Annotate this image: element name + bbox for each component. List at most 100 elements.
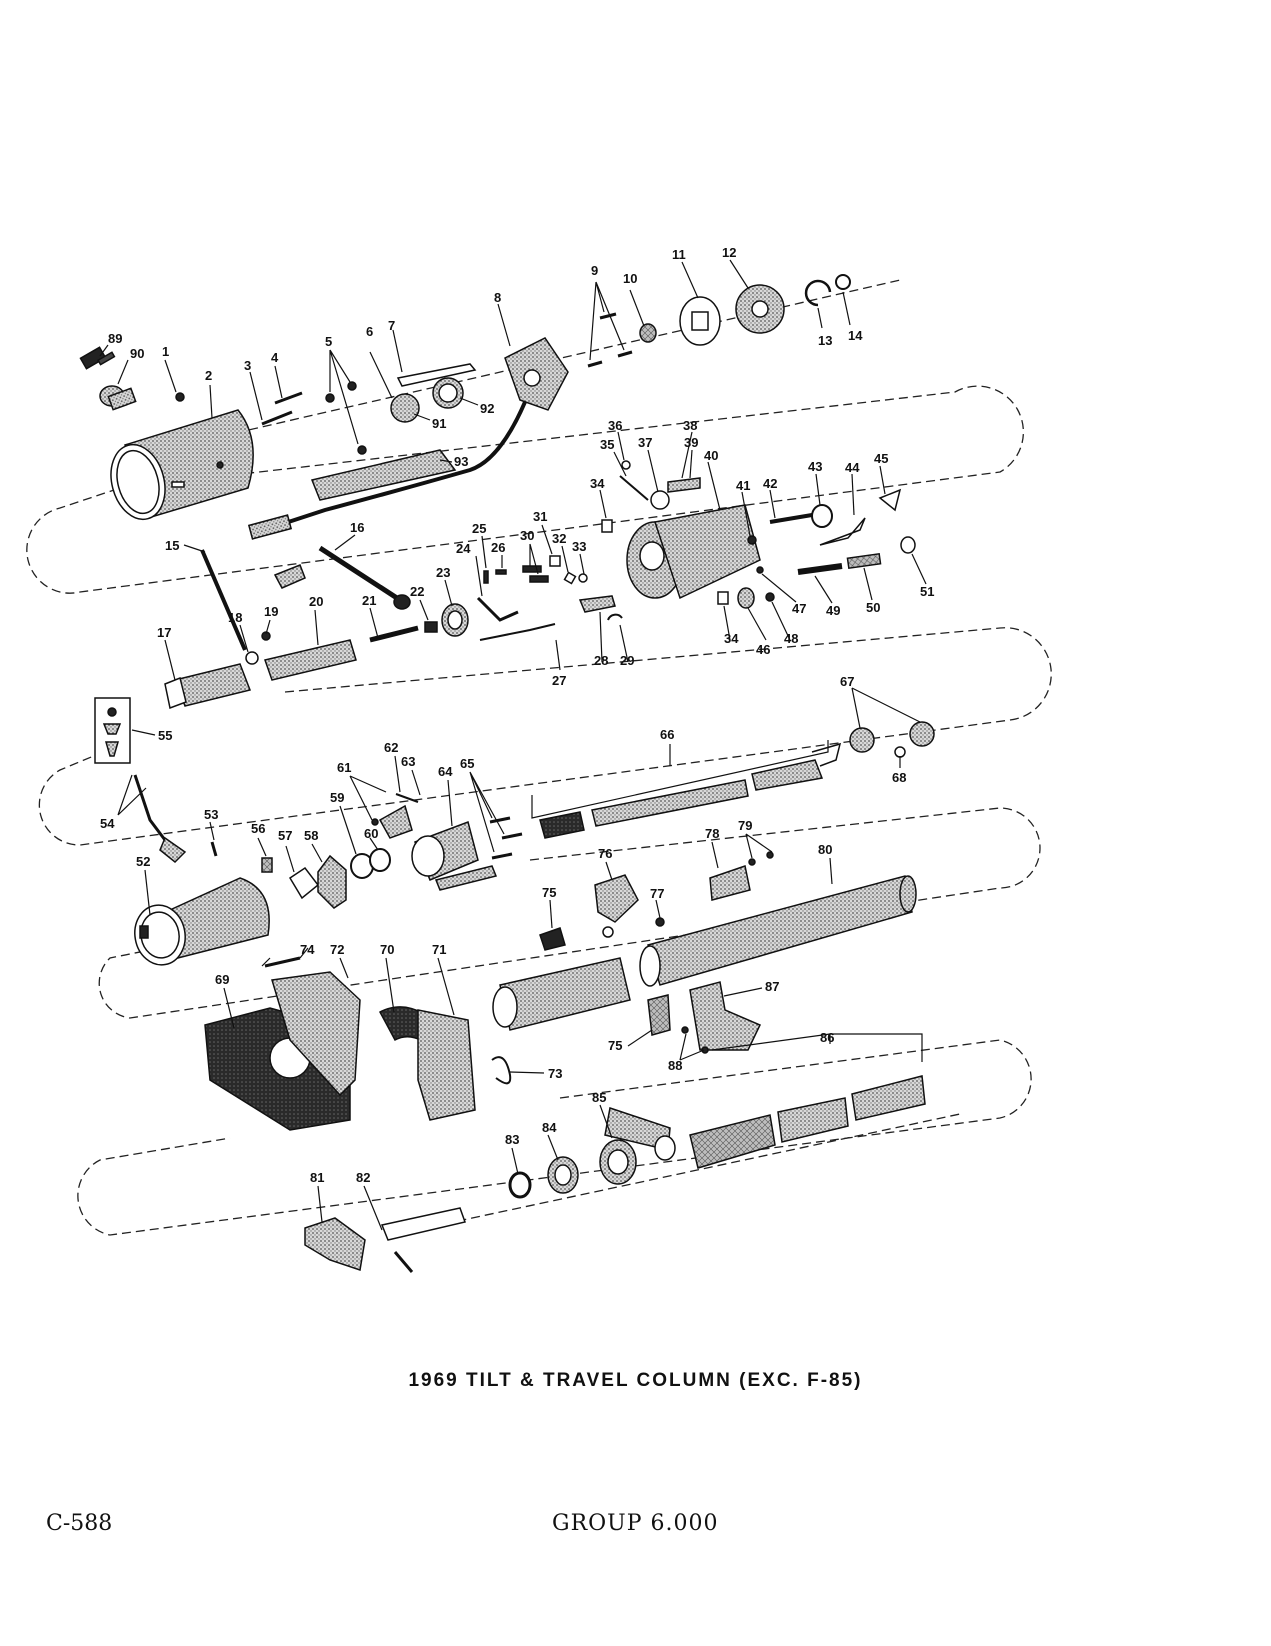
spring xyxy=(639,323,657,343)
callout-28: 28 xyxy=(594,653,608,668)
callout-62: 62 xyxy=(384,740,398,755)
callout-63: 63 xyxy=(401,754,415,769)
callout-5: 5 xyxy=(325,334,332,349)
callout-1: 1 xyxy=(162,344,169,359)
row5-parts xyxy=(304,1075,926,1273)
lower-shroud xyxy=(134,877,270,966)
callout-20: 20 xyxy=(309,594,323,609)
callout-61: 61 xyxy=(337,760,351,775)
plate xyxy=(396,363,477,387)
callout-37: 37 xyxy=(638,435,652,450)
callout-17: 17 xyxy=(157,625,171,640)
callout-80: 80 xyxy=(818,842,832,857)
callout-59: 59 xyxy=(330,790,344,805)
callout-52: 52 xyxy=(136,854,150,869)
callout-44: 44 xyxy=(845,460,860,475)
callout-46: 46 xyxy=(756,642,770,657)
callout-18: 18 xyxy=(228,610,242,625)
callout-53: 53 xyxy=(204,807,218,822)
callout-39: 39 xyxy=(684,435,698,450)
callout-66: 66 xyxy=(660,727,674,742)
callout-79: 79 xyxy=(738,818,752,833)
callout-23: 23 xyxy=(436,565,450,580)
callout-75: 75 xyxy=(542,885,556,900)
callout-numbers: 89 90 1 2 3 4 5 6 7 8 9 10 11 12 13 14 9… xyxy=(100,245,934,1185)
callout-16: 16 xyxy=(350,520,364,535)
screw xyxy=(325,393,335,403)
callout-12: 12 xyxy=(722,245,736,260)
callout-49: 49 xyxy=(826,603,840,618)
callout-91: 91 xyxy=(432,416,446,431)
callout-43: 43 xyxy=(808,459,822,474)
callout-32: 32 xyxy=(552,531,566,546)
callout-65: 65 xyxy=(460,756,474,771)
callout-48: 48 xyxy=(784,631,798,646)
callout-57: 57 xyxy=(278,828,292,843)
mast-jacket xyxy=(639,875,917,987)
screw xyxy=(175,392,185,402)
callout-55: 55 xyxy=(158,728,172,743)
callout-3: 3 xyxy=(244,358,251,373)
screw xyxy=(347,381,357,391)
group-number: GROUP 6.000 xyxy=(552,1511,719,1536)
row1-parts xyxy=(79,274,851,540)
callout-50: 50 xyxy=(866,600,880,615)
callout-40: 40 xyxy=(704,448,718,463)
callout-74: 74 xyxy=(300,942,315,957)
callout-41: 41 xyxy=(736,478,750,493)
callout-70: 70 xyxy=(380,942,394,957)
callout-9: 9 xyxy=(591,263,598,278)
nut xyxy=(835,274,851,290)
assembly-guide-lines xyxy=(26,279,1052,1236)
lock-plate xyxy=(735,284,785,334)
bowl-housing xyxy=(411,821,498,891)
callout-22: 22 xyxy=(410,584,424,599)
callout-11: 11 xyxy=(672,247,686,262)
turn-signal-switch xyxy=(504,337,569,411)
bushing xyxy=(390,393,420,423)
callout-82: 82 xyxy=(356,1170,370,1185)
callout-24: 24 xyxy=(456,541,471,556)
callout-92: 92 xyxy=(480,401,494,416)
callout-15: 15 xyxy=(165,538,179,553)
callout-68: 68 xyxy=(892,770,906,785)
callout-7: 7 xyxy=(388,318,395,333)
callout-88: 88 xyxy=(668,1058,682,1073)
callout-77: 77 xyxy=(650,886,664,901)
callout-31: 31 xyxy=(533,509,547,524)
callout-34b: 34 xyxy=(724,631,739,646)
callout-47: 47 xyxy=(792,601,806,616)
spring xyxy=(261,410,293,426)
callout-69: 69 xyxy=(215,972,229,987)
callout-89: 89 xyxy=(108,331,122,346)
lower-shaft xyxy=(604,1075,926,1169)
callout-78: 78 xyxy=(705,826,719,841)
row3-parts xyxy=(94,697,935,966)
callout-26: 26 xyxy=(491,540,505,555)
callout-75b: 75 xyxy=(608,1038,622,1053)
callout-93: 93 xyxy=(454,454,468,469)
callout-67: 67 xyxy=(840,674,854,689)
callout-84: 84 xyxy=(542,1120,557,1135)
wire-harness xyxy=(269,401,527,530)
callout-87: 87 xyxy=(765,979,779,994)
callout-29: 29 xyxy=(620,653,634,668)
switch-cover xyxy=(310,449,457,501)
callout-21: 21 xyxy=(362,593,376,608)
callout-56: 56 xyxy=(251,821,265,836)
callout-6: 6 xyxy=(366,324,373,339)
steering-shaft xyxy=(539,742,842,839)
callout-76: 76 xyxy=(598,846,612,861)
callout-42: 42 xyxy=(763,476,777,491)
callout-73: 73 xyxy=(548,1066,562,1081)
page-number: C-588 xyxy=(46,1511,113,1536)
callout-19: 19 xyxy=(264,604,278,619)
callout-4: 4 xyxy=(271,350,279,365)
callout-81: 81 xyxy=(310,1170,324,1185)
callout-45: 45 xyxy=(874,451,888,466)
callout-13: 13 xyxy=(818,333,832,348)
callout-64: 64 xyxy=(438,764,453,779)
callout-51: 51 xyxy=(920,584,934,599)
retaining-ring xyxy=(804,279,832,307)
